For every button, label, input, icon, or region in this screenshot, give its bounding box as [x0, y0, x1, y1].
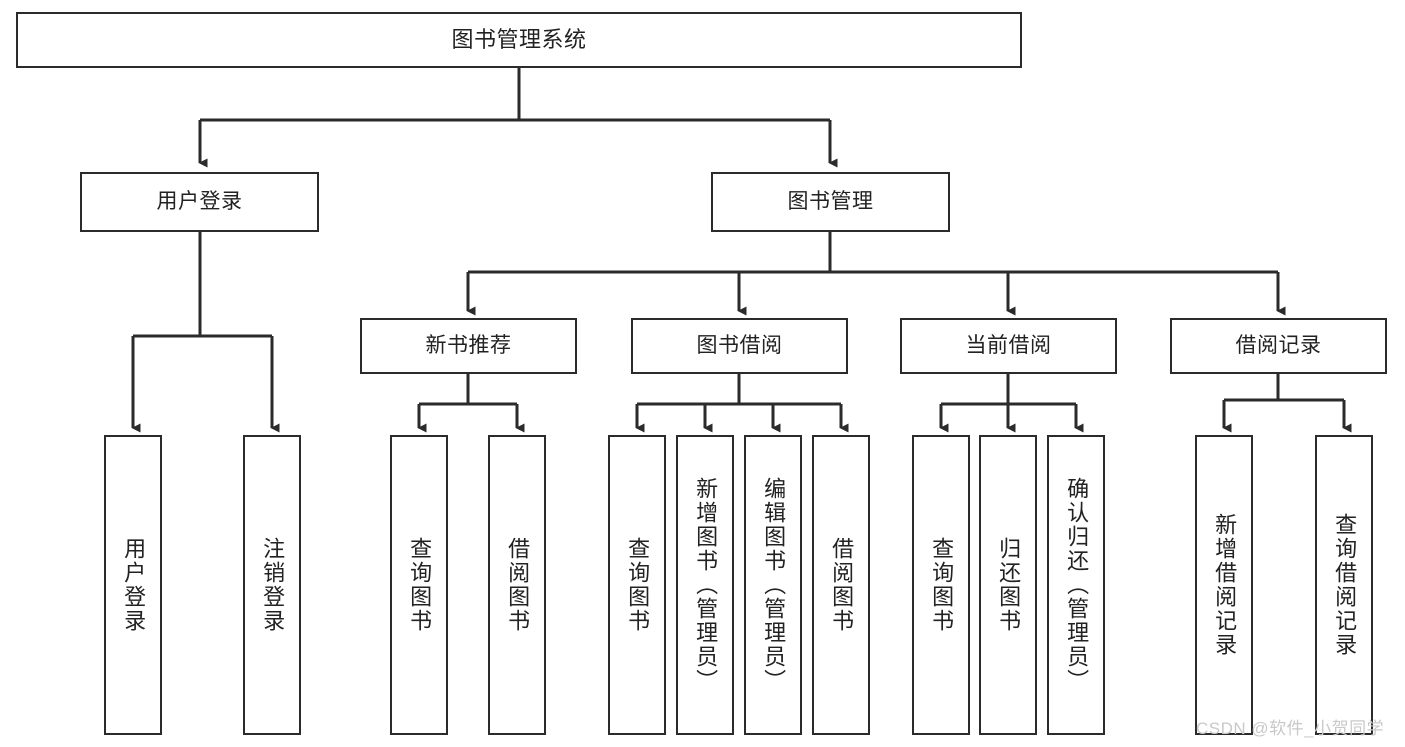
- node-label: 借阅图书: [829, 537, 855, 633]
- node-label: 查询图书: [407, 537, 433, 633]
- node-book-borrow[interactable]: 图书借阅: [631, 318, 848, 374]
- node-label: 借阅记录: [1235, 333, 1322, 357]
- node-user-login[interactable]: 用户登录: [80, 172, 319, 232]
- node-label: 用户登录: [156, 189, 243, 213]
- leaf-borrow-record-query[interactable]: 查询借阅记录: [1315, 435, 1373, 735]
- node-label: 图书管理系统: [451, 27, 587, 53]
- node-label: 图书管理: [787, 189, 874, 213]
- node-new-book-recommend[interactable]: 新书推荐: [360, 318, 577, 374]
- node-root-system[interactable]: 图书管理系统: [16, 12, 1022, 68]
- leaf-new-book-query[interactable]: 查询图书: [390, 435, 448, 735]
- node-label: 编辑图书（管理员）: [761, 477, 787, 693]
- node-label: 归还图书: [996, 537, 1022, 633]
- node-label: 查询借阅记录: [1332, 513, 1358, 657]
- node-borrow-record[interactable]: 借阅记录: [1170, 318, 1387, 374]
- node-label: 用户登录: [121, 537, 147, 633]
- leaf-user-login-signout[interactable]: 注销登录: [243, 435, 301, 735]
- node-label: 新增借阅记录: [1212, 513, 1238, 657]
- leaf-current-borrow-query[interactable]: 查询图书: [912, 435, 970, 735]
- node-label: 借阅图书: [505, 537, 531, 633]
- leaf-book-borrow-lend[interactable]: 借阅图书: [812, 435, 870, 735]
- leaf-book-borrow-query[interactable]: 查询图书: [608, 435, 666, 735]
- leaf-current-borrow-return[interactable]: 归还图书: [979, 435, 1037, 735]
- csdn-watermark: CSDN @软件_小贺同学: [1196, 719, 1385, 738]
- node-label: 当前借阅: [965, 333, 1052, 357]
- node-label: 新书推荐: [425, 333, 512, 357]
- node-label: 图书借阅: [696, 333, 783, 357]
- node-label: 查询图书: [929, 537, 955, 633]
- node-current-borrow[interactable]: 当前借阅: [900, 318, 1117, 374]
- leaf-user-login-signin[interactable]: 用户登录: [104, 435, 162, 735]
- node-label: 查询图书: [625, 537, 651, 633]
- leaf-borrow-record-add[interactable]: 新增借阅记录: [1195, 435, 1253, 735]
- leaf-book-borrow-add[interactable]: 新增图书（管理员）: [676, 435, 734, 735]
- node-label: 注销登录: [260, 537, 286, 633]
- node-label: 确认归还（管理员）: [1064, 477, 1090, 693]
- node-book-management[interactable]: 图书管理: [711, 172, 950, 232]
- leaf-current-borrow-confirm[interactable]: 确认归还（管理员）: [1047, 435, 1105, 735]
- leaf-book-borrow-edit[interactable]: 编辑图书（管理员）: [744, 435, 802, 735]
- leaf-new-book-borrow[interactable]: 借阅图书: [488, 435, 546, 735]
- node-label: 新增图书（管理员）: [693, 477, 719, 693]
